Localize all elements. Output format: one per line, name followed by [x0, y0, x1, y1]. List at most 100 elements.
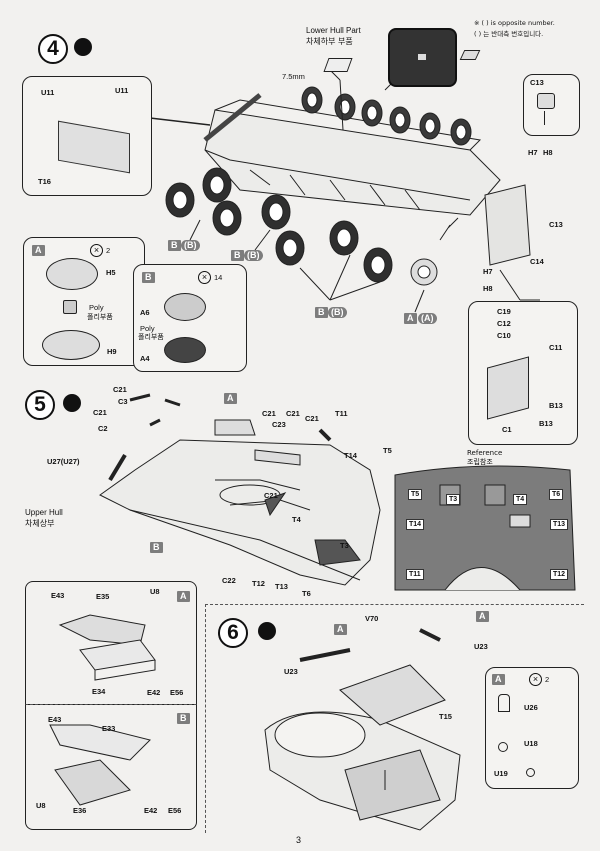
ref-label-t3: T3: [446, 494, 461, 505]
label-t11: T11: [335, 409, 348, 418]
inset-road-wheel: B × 14 A6 Poly 폴리부품 A4: [133, 264, 247, 372]
inset-tag-b: B: [142, 272, 155, 283]
tag-b-opposite: (B): [181, 240, 200, 251]
arrow-icon: [544, 111, 545, 125]
inset-c13-label: C13: [530, 78, 544, 87]
ref-label-t14: T14: [406, 519, 425, 530]
tag-b-opposite: (B): [244, 250, 263, 261]
label-c2: C2: [98, 424, 108, 433]
label-e42: E42: [144, 806, 158, 815]
road-wheel-part: [164, 293, 206, 321]
ref-label-t12: T12: [550, 569, 569, 580]
ref-label-t4: T4: [513, 494, 528, 505]
step-number-5: 5: [25, 390, 55, 420]
label-e43: E43: [51, 591, 65, 600]
poly-korean: 폴리부품: [87, 313, 113, 321]
label-c21: C21: [286, 409, 300, 418]
label-e43: E43: [48, 715, 62, 724]
step6-region: [205, 604, 584, 833]
step-number-4: 4: [38, 34, 68, 64]
multiply-icon: ×: [90, 244, 103, 257]
upper-hull-title: Upper Hull: [25, 508, 63, 517]
label-u23: U23: [284, 667, 298, 676]
rear-plate-part: [487, 356, 529, 420]
tag-a: A: [224, 393, 237, 404]
tag-a-opposite: (A): [418, 313, 437, 324]
label-h7: H7: [528, 148, 538, 157]
label-e42: E42: [147, 688, 161, 697]
inset-sprocket: A × 2 H5 Poly 폴리부품 H9: [23, 237, 145, 366]
inset-c10-label: C10: [497, 331, 511, 340]
label-c21: C21: [264, 491, 278, 500]
inset-u11-label: U11: [115, 86, 129, 95]
glue-icon: [63, 394, 81, 412]
inset-wheel-count: 14: [214, 273, 223, 282]
inset-c11-label: C11: [549, 343, 563, 352]
inset-t16-label: T16: [38, 177, 51, 186]
tag-b-opposite: (B): [328, 307, 347, 318]
legend-line-1: ※ ( ) is opposite number.: [474, 19, 555, 27]
label-e56: E56: [168, 806, 182, 815]
label-e35: E35: [96, 592, 110, 601]
upper-hull-korean: 차체상부: [25, 519, 55, 528]
u19-part: [526, 768, 535, 777]
inset-c19-label: C19: [497, 307, 511, 316]
inset-c1-label: C1: [502, 425, 512, 434]
inset-step5-a: A E43 E35 U8 E34 E42 E56: [25, 581, 197, 705]
inset-a6-label: A6: [140, 308, 150, 317]
inset-step6-count: 2: [545, 675, 550, 684]
multiply-icon: ×: [529, 673, 542, 686]
inset-tag-a: A: [177, 591, 190, 602]
lower-hull-korean: 차체하부 부품: [306, 37, 353, 46]
poly-cap-part: [63, 300, 77, 314]
label-u8: U8: [36, 801, 46, 810]
label-t12: T12: [252, 579, 265, 588]
inset-h9-label: H9: [107, 347, 117, 356]
tag-a: A: [334, 624, 347, 635]
inset-u11-part: [58, 120, 130, 174]
inset-b13-label: B13: [549, 401, 563, 410]
detail-photo: [388, 28, 457, 87]
tag-b: B: [150, 542, 163, 553]
label-c3: C3: [118, 397, 128, 406]
label-t6: T6: [302, 589, 311, 598]
page-number: 3: [296, 835, 302, 845]
poly-label: Poly: [89, 303, 104, 312]
wheel-poly-korean: 폴리부품: [138, 333, 164, 341]
inset-u11-label: U11: [41, 88, 55, 97]
inset-a4-label: A4: [140, 354, 150, 363]
label-t15: T15: [439, 712, 452, 721]
label-e33: E33: [102, 724, 116, 733]
reference-title: Reference: [467, 449, 503, 457]
dimension-label: 7.5mm: [282, 72, 305, 81]
label-u27: U27(U27): [47, 457, 80, 466]
tag-b: B: [231, 250, 244, 261]
label-c21: C21: [262, 409, 276, 418]
inset-tag-b: B: [177, 713, 190, 724]
inset-h5-label: H5: [106, 268, 116, 277]
inset-b13-label: B13: [539, 419, 553, 428]
multiply-icon: ×: [198, 271, 211, 284]
label-t14: T14: [344, 451, 357, 460]
inset-tag-a: A: [32, 245, 45, 256]
c13-part: [537, 93, 555, 109]
tag-a: A: [404, 313, 417, 324]
label-e56: E56: [170, 688, 184, 697]
label-c21: C21: [93, 408, 107, 417]
u26-part: [498, 694, 510, 712]
label-c22: C22: [222, 576, 236, 585]
sprocket-part: [46, 258, 98, 290]
label-u18: U18: [524, 739, 538, 748]
label-t4: T4: [292, 515, 301, 524]
glue-icon: [258, 622, 276, 640]
inset-c12-label: C12: [497, 319, 511, 328]
inset-step6: A × 2 U26 U18 U19: [485, 667, 579, 789]
label-t3: T3: [340, 541, 349, 550]
road-wheel-part: [164, 337, 206, 363]
label-h8: H8: [483, 284, 493, 293]
reference-korean: 조립참조: [467, 458, 493, 466]
label-h7: H7: [483, 267, 493, 276]
label-c23: C23: [272, 420, 286, 429]
